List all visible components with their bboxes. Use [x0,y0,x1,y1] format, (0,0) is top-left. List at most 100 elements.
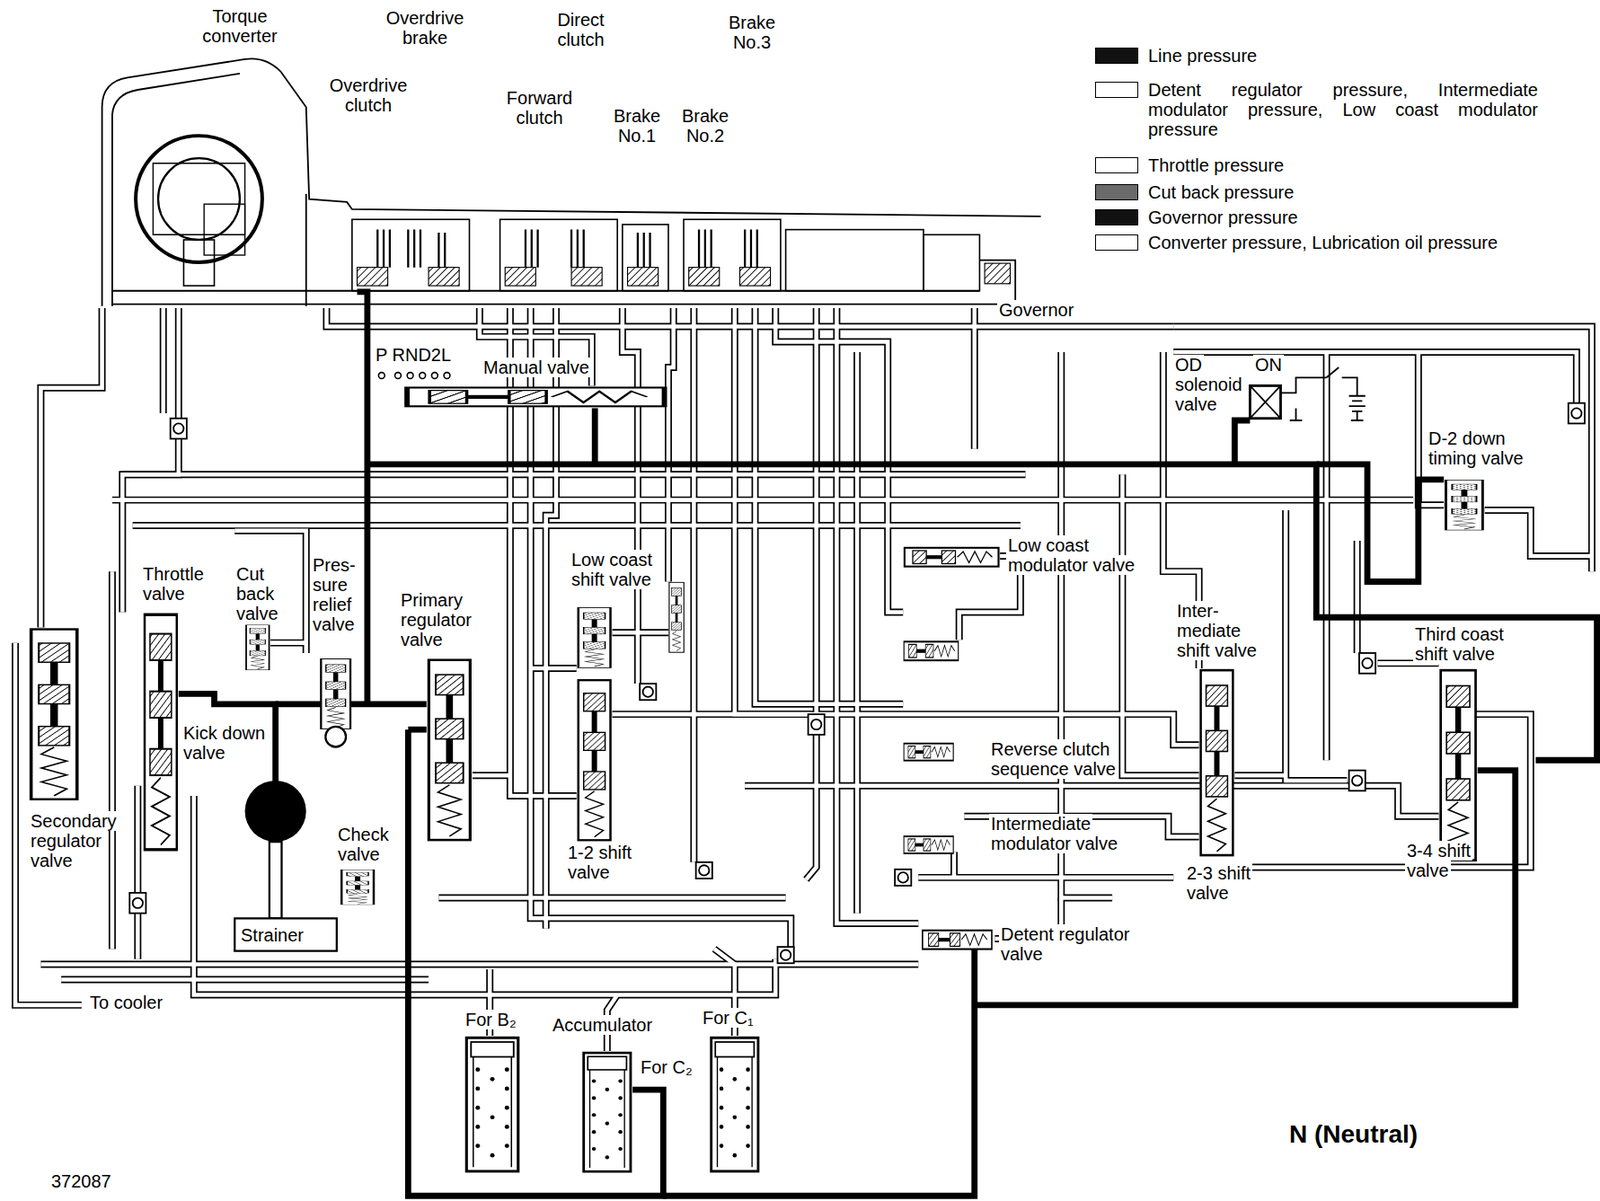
part-label: Brake No.2 [680,106,731,146]
part-label: Accumulator [550,1015,655,1035]
part-label: For C₂ [638,1057,695,1078]
part-label: Strainer [238,925,306,946]
part-label: Reverse clutch sequence valve [989,739,1118,779]
part-label: D-2 down timing valve [1426,428,1526,469]
part-label-box: Brake No.2 [673,106,737,146]
part-label: Check valve [335,824,391,865]
part-label: Pres- sure relief valve [310,555,358,635]
part-label-box: P RND2L [373,344,453,365]
part-label: ON [1253,354,1284,375]
part-label-box: Forward clutch [496,88,583,128]
part-label: Forward clutch [504,88,575,128]
legend-text: Converter pressure, Lubrication oil pres… [1148,232,1539,253]
part-label: Primary regulator valve [398,590,474,650]
legend-text: Line pressure [1148,45,1539,66]
part-label-box: Kick down valve [181,723,276,763]
part-label-box: Governor [997,300,1076,320]
part-label: Governor [997,300,1076,320]
part-label: Secondary regulator valve [28,811,119,871]
oil-pump-and-strainer [234,780,337,952]
part-label-box: Primary regulator valve [398,590,489,650]
part-label-box: Overdrive brake [375,8,475,48]
part-label-box: 372087 [49,1171,114,1192]
part-label: Inter- mediate shift valve [1175,601,1259,661]
part-label: Intermediate modulator valve [989,813,1120,854]
transmission-housing [102,58,1042,306]
clutch-plates [377,229,758,268]
part-label-box: Torque converter [194,6,285,46]
part-label-box: ON [1253,354,1284,375]
part-label: 3-4 shift valve [1405,840,1473,881]
legend-text: Cut back pressure [1148,182,1539,203]
part-label: 2-3 shift valve [1184,863,1253,903]
part-label: Third coast shift valve [1413,624,1506,664]
part-label: Direct clutch [555,9,606,50]
part-label-box: For C₂ [638,1057,695,1078]
part-label-box: 1-2 shift valve [565,842,652,883]
part-label-box: Overdrive clutch [318,75,418,115]
part-label-box: 3-4 shift valve [1405,840,1491,881]
legend-swatch [1095,184,1139,201]
legend-swatch [1095,234,1139,251]
part-label: OD solenoid valve [1173,354,1245,415]
part-label: Low coast shift valve [569,549,655,590]
passage-fill [15,308,1592,1052]
part-label: To cooler [88,992,165,1013]
part-label: For B₂ [463,1009,519,1030]
passage-outline [15,308,1592,1052]
part-label-box: Cut back valve [234,564,289,624]
part-label: Torque converter [200,6,279,46]
part-label: 1-2 shift valve [565,842,634,883]
part-label-box: Direct clutch [547,9,615,50]
part-label-box: To cooler [88,992,165,1013]
part-label-box: OD solenoid valve [1173,354,1255,415]
part-label-box: Third coast shift valve [1413,624,1521,664]
check-balls [129,403,1585,964]
line-pressure-passages [178,291,1598,1196]
part-label-box: Accumulator [550,1015,655,1035]
part-label-box: Inter- mediate shift valve [1175,601,1274,661]
part-label-box: Intermediate modulator valve [989,813,1133,854]
part-label-box: Manual valve [481,357,592,378]
valve-bodies [31,387,1484,1172]
part-label-box: Throttle valve [141,564,222,604]
part-label-box: Strainer [238,925,306,946]
selector-positions [378,372,451,380]
od-solenoid-circuit [1249,367,1365,421]
legend-swatch [1095,209,1139,226]
legend-swatch [1095,157,1139,174]
part-label-box: Low coast shift valve [569,549,673,590]
part-label: Brake No.1 [611,106,663,146]
part-label: 372087 [49,1171,114,1192]
legend-text: Throttle pressure [1148,155,1539,176]
part-label-box: Check valve [335,824,399,865]
part-label-box: For C₁ [700,1007,756,1028]
relief-ball [325,726,346,748]
piston-hatching [357,263,1011,286]
part-label-box: Brake No.3 [720,12,784,53]
part-label: Brake No.3 [726,12,778,53]
mode-title: N (Neutral) [1287,1120,1420,1150]
part-label-box: Secondary regulator valve [28,811,128,871]
part-label: Low coast modulator valve [1006,535,1137,575]
part-label-box: 2-3 shift valve [1184,863,1271,903]
part-label-box: D-2 down timing valve [1426,428,1539,469]
part-label-box: Low coast modulator valve [1006,535,1150,575]
part-label: Cut back valve [234,564,281,624]
part-label-box: Reverse clutch sequence valve [989,739,1133,779]
part-label: Overdrive clutch [327,75,410,115]
legend-swatch [1095,81,1139,98]
part-label: Throttle valve [141,564,206,604]
legend-text: Detent regulator pressure, Intermediate … [1148,79,1539,140]
part-label: P RND2L [373,344,453,365]
part-label: Manual valve [481,357,592,378]
legend-text: Governor pressure [1148,207,1539,228]
legend-swatch [1095,47,1139,64]
part-label: Detent regulator valve [998,924,1132,964]
part-label-box: For B₂ [463,1009,519,1030]
part-label-box: Brake No.1 [605,106,669,146]
part-label: Kick down valve [181,723,267,763]
part-label: Overdrive brake [384,8,467,48]
part-label-box: Detent regulator valve [998,924,1148,964]
